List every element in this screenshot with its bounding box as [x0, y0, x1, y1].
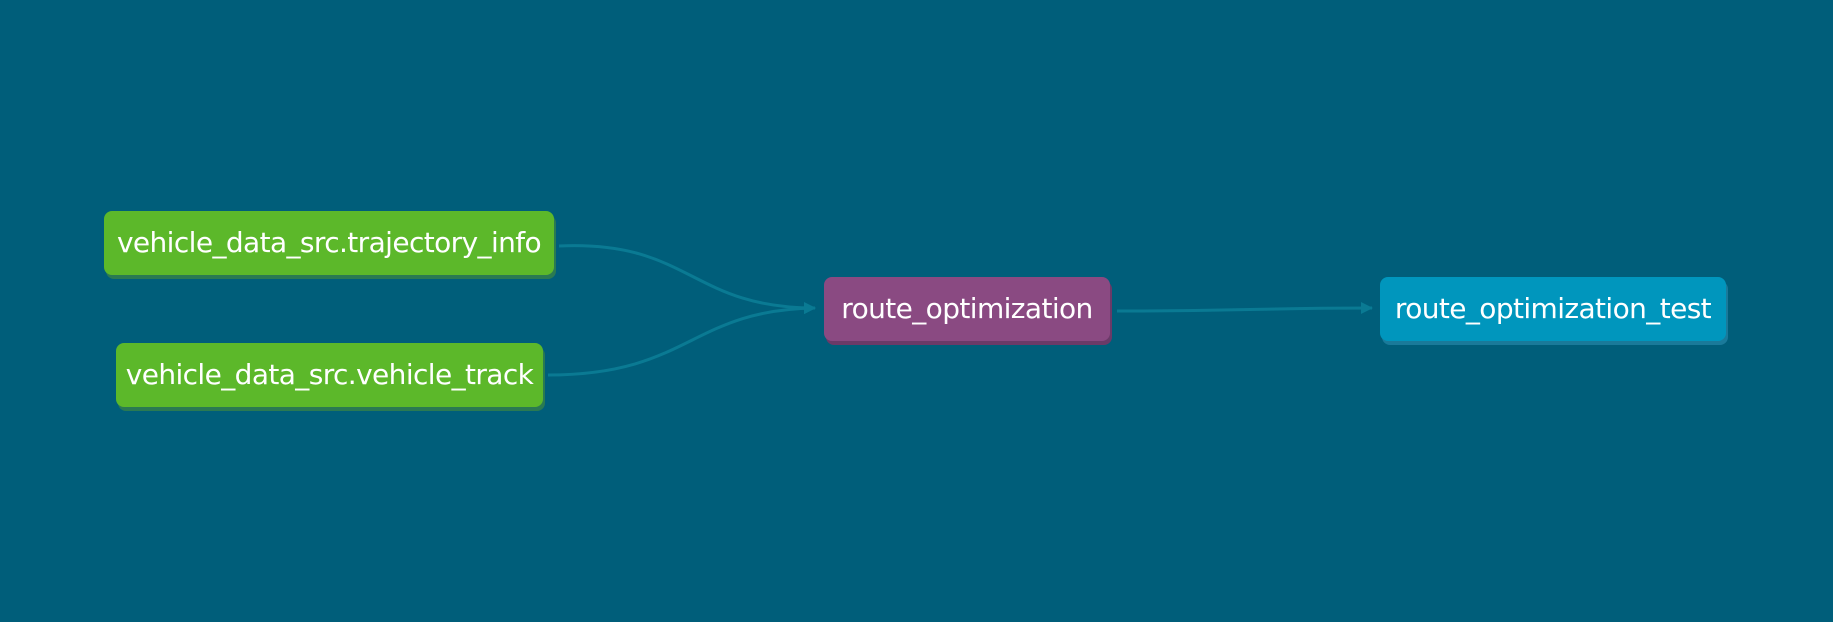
node-source-trajectory-info[interactable]: vehicle_data_src.trajectory_info — [104, 211, 554, 275]
node-label: route_optimization_test — [1394, 292, 1712, 325]
node-source-vehicle-track[interactable]: vehicle_data_src.vehicle_track — [116, 343, 543, 407]
node-model-route-optimization[interactable]: route_optimization — [824, 277, 1110, 341]
edge-vehicle-track-to-route-optimization — [547, 302, 816, 377]
node-label: vehicle_data_src.vehicle_track — [125, 358, 534, 391]
node-label: route_optimization — [841, 292, 1093, 325]
node-test-route-optimization-test[interactable]: route_optimization_test — [1380, 277, 1726, 341]
edge-trajectory-info-to-route-optimization — [558, 244, 816, 314]
edge-route-optimization-to-test — [1116, 302, 1373, 315]
node-label: vehicle_data_src.trajectory_info — [116, 226, 542, 259]
